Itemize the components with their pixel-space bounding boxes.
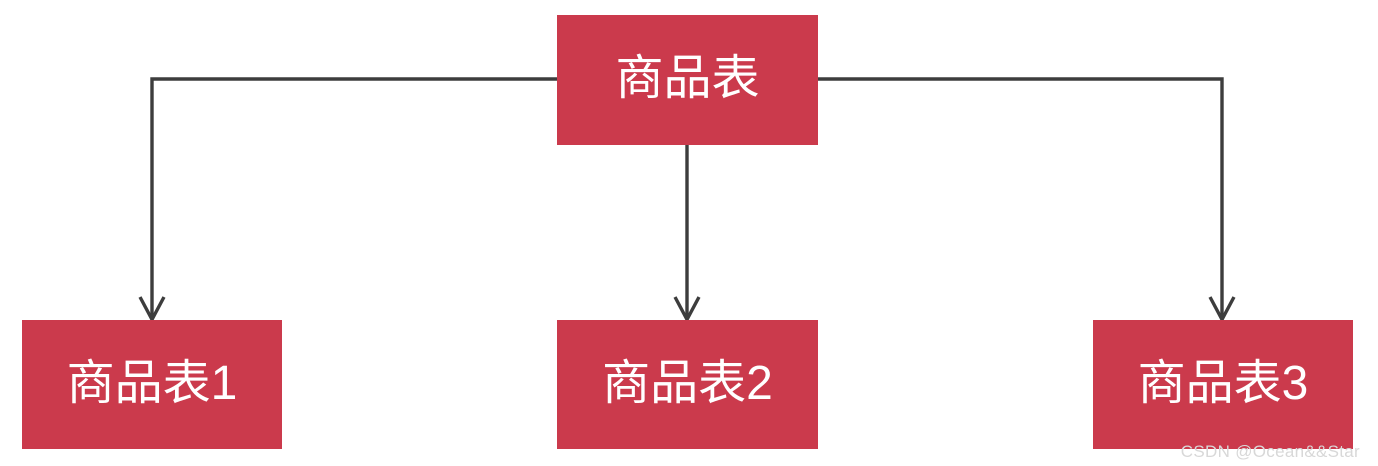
node-child-1: 商品表1	[22, 320, 282, 449]
connector-root-to-child-2	[673, 145, 701, 324]
connector-root-to-child-1	[138, 77, 557, 324]
connector-line-right	[818, 77, 1224, 318]
arrowhead-down-icon-left	[138, 296, 166, 324]
connector-line-left	[150, 77, 557, 318]
node-root: 商品表	[557, 15, 818, 145]
node-child-3: 商品表3	[1093, 320, 1353, 449]
connector-root-to-child-3	[818, 77, 1236, 324]
arrowhead-down-icon-center	[673, 296, 701, 324]
node-child-1-label: 商品表1	[66, 356, 238, 410]
arrowhead-down-icon-right	[1208, 296, 1236, 324]
node-child-2: 商品表2	[557, 320, 818, 449]
node-child-2-label: 商品表2	[602, 356, 773, 410]
node-child-3-label: 商品表3	[1137, 356, 1309, 410]
node-root-label: 商品表	[615, 52, 760, 105]
